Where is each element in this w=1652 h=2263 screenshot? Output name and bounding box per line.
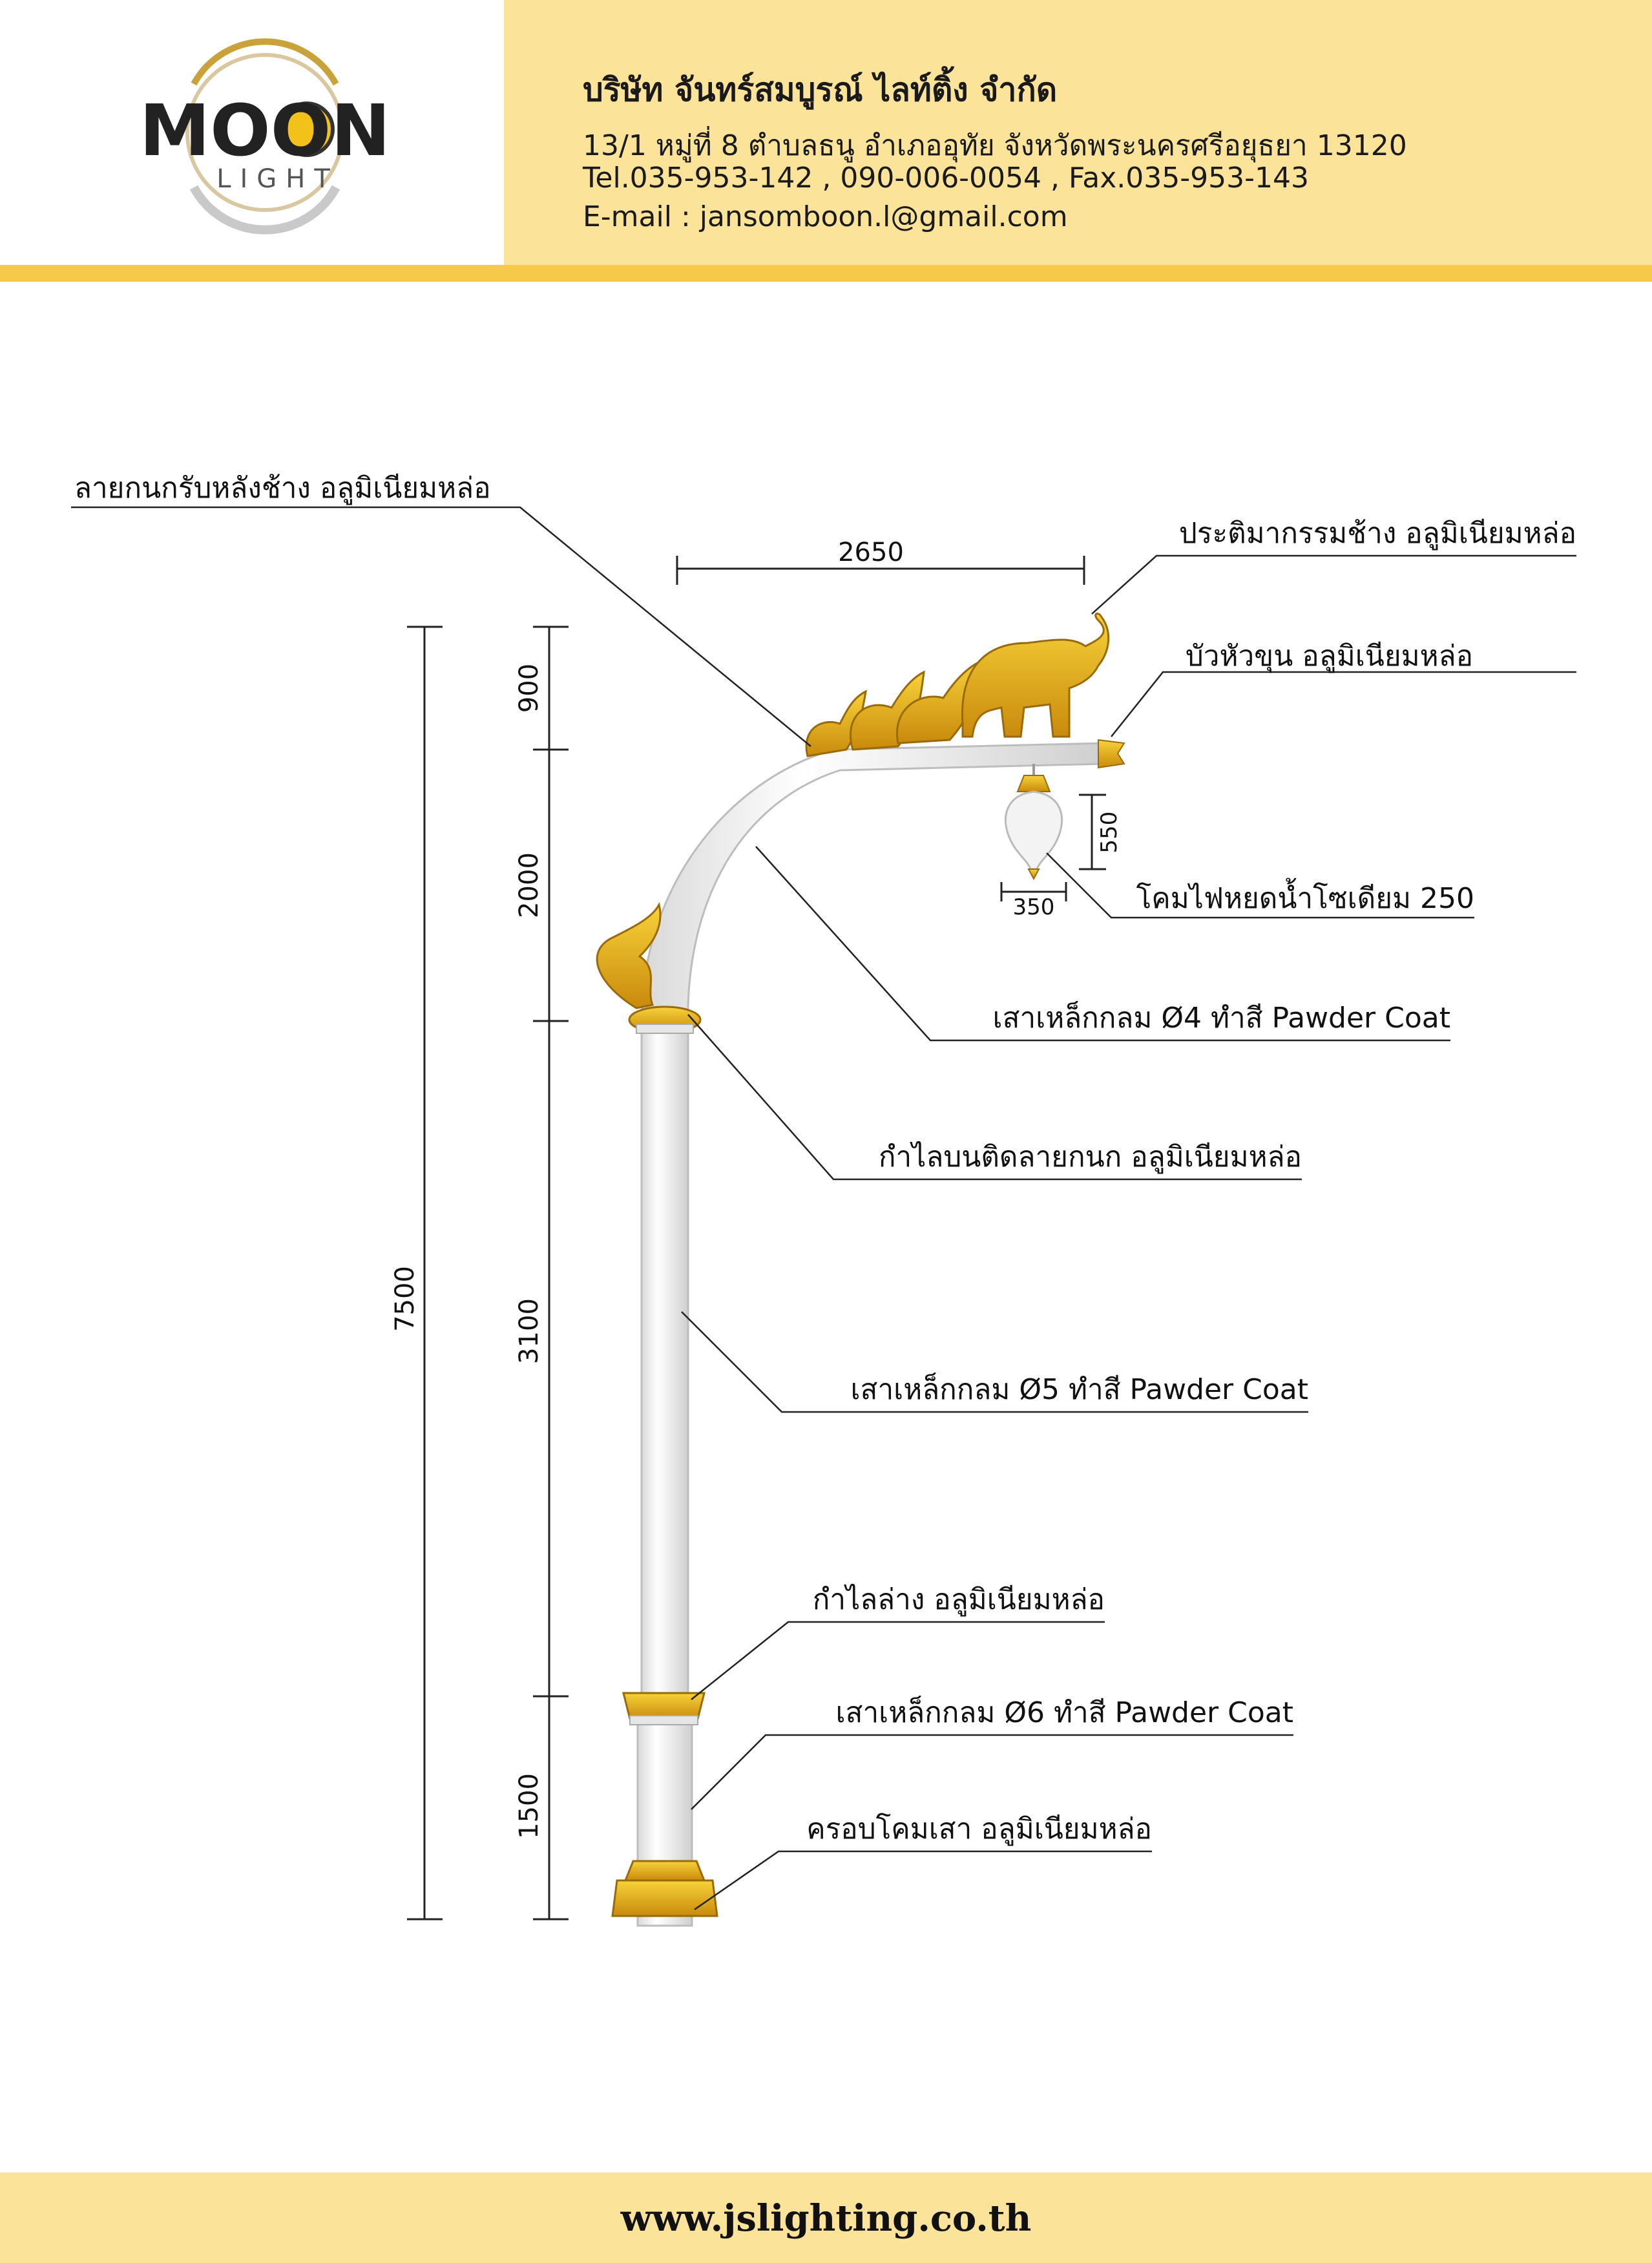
lotus-tip-finial xyxy=(1098,739,1125,769)
kanok-ornament xyxy=(596,901,662,1009)
label-lotus-tip: บัวหัวขุน อลูมิเนียมหล่อ xyxy=(1186,640,1473,673)
leader-lines xyxy=(71,506,1576,1911)
upper-ring xyxy=(596,901,702,1034)
base-cover xyxy=(611,1860,718,1917)
label-base-pole: เสาเหล็กกลม Ø6 ทำสี Pawder Coat xyxy=(836,1696,1293,1729)
company-address: 13/1 หมู่ที่ 8 ตำบลธนู อำเภออุทัย จังหวั… xyxy=(583,129,1407,162)
elephant-sculpture xyxy=(961,613,1110,738)
label-lamp: โคมไฟหยดน้ำโซเดียม 250 xyxy=(1136,878,1474,915)
label-elephant: ประติมากรรมช้าง อลูมิเนียมหล่อ xyxy=(1179,517,1576,551)
company-email: E-mail : jansomboon.l@gmail.com xyxy=(583,200,1068,233)
kanok-birds xyxy=(805,657,987,757)
label-arm-pole: เสาเหล็กกลม Ø4 ทำสี Pawder Coat xyxy=(993,1001,1450,1035)
label-lower-ring: กำไลล่าง อลูมิเนียมหล่อ xyxy=(813,1583,1105,1617)
label-base-cover: ครอบโคมเสา อลูมิเนียมหล่อ xyxy=(806,1813,1152,1846)
website-link[interactable]: www.jslighting.co.th xyxy=(620,2197,1032,2240)
header-stripe xyxy=(0,265,1652,282)
moon-light-logo: MOON LIGHT xyxy=(140,38,391,235)
footer: www.jslighting.co.th xyxy=(0,2173,1652,2263)
dim-lamp-height: 550 xyxy=(1096,812,1122,854)
logo-main-text: MOON xyxy=(140,89,391,172)
dim-total-height: 7500 xyxy=(390,1266,420,1332)
dim-seg-mid: 3100 xyxy=(514,1298,544,1364)
label-mid-pole: เสาเหล็กกลม Ø5 ทำสี Pawder Coat xyxy=(851,1373,1308,1406)
header: MOON LIGHT บริษัท จันทร์สมบูรณ์ ไลท์ติ้ง… xyxy=(0,0,1652,282)
dim-arm-width: 2650 xyxy=(838,538,904,567)
dim-seg-arm: 2000 xyxy=(514,852,544,918)
label-bird-pattern: ลายกนกรับหลังช้าง อลูมิเนียมหล่อ xyxy=(74,472,491,505)
dim-seg-top: 900 xyxy=(514,664,544,713)
teardrop-lamp xyxy=(1004,764,1063,881)
logo-sub-text: LIGHT xyxy=(216,164,339,194)
company-phone: Tel.035-953-142 , 090-006-0054 , Fax.035… xyxy=(583,162,1309,195)
logo-panel: MOON LIGHT xyxy=(0,0,504,265)
dim-seg-base: 1500 xyxy=(514,1773,544,1839)
lower-ring xyxy=(622,1692,706,1725)
company-name: บริษัท จันทร์สมบูรณ์ ไลท์ติ้ง จำกัด xyxy=(583,71,1058,109)
dimension-lines xyxy=(407,556,1106,1921)
pole xyxy=(636,739,1125,1927)
label-upper-ring: กำไลบนติดลายกนก อลูมิเนียมหล่อ xyxy=(879,1141,1302,1174)
dim-lamp-width: 350 xyxy=(1013,894,1055,920)
